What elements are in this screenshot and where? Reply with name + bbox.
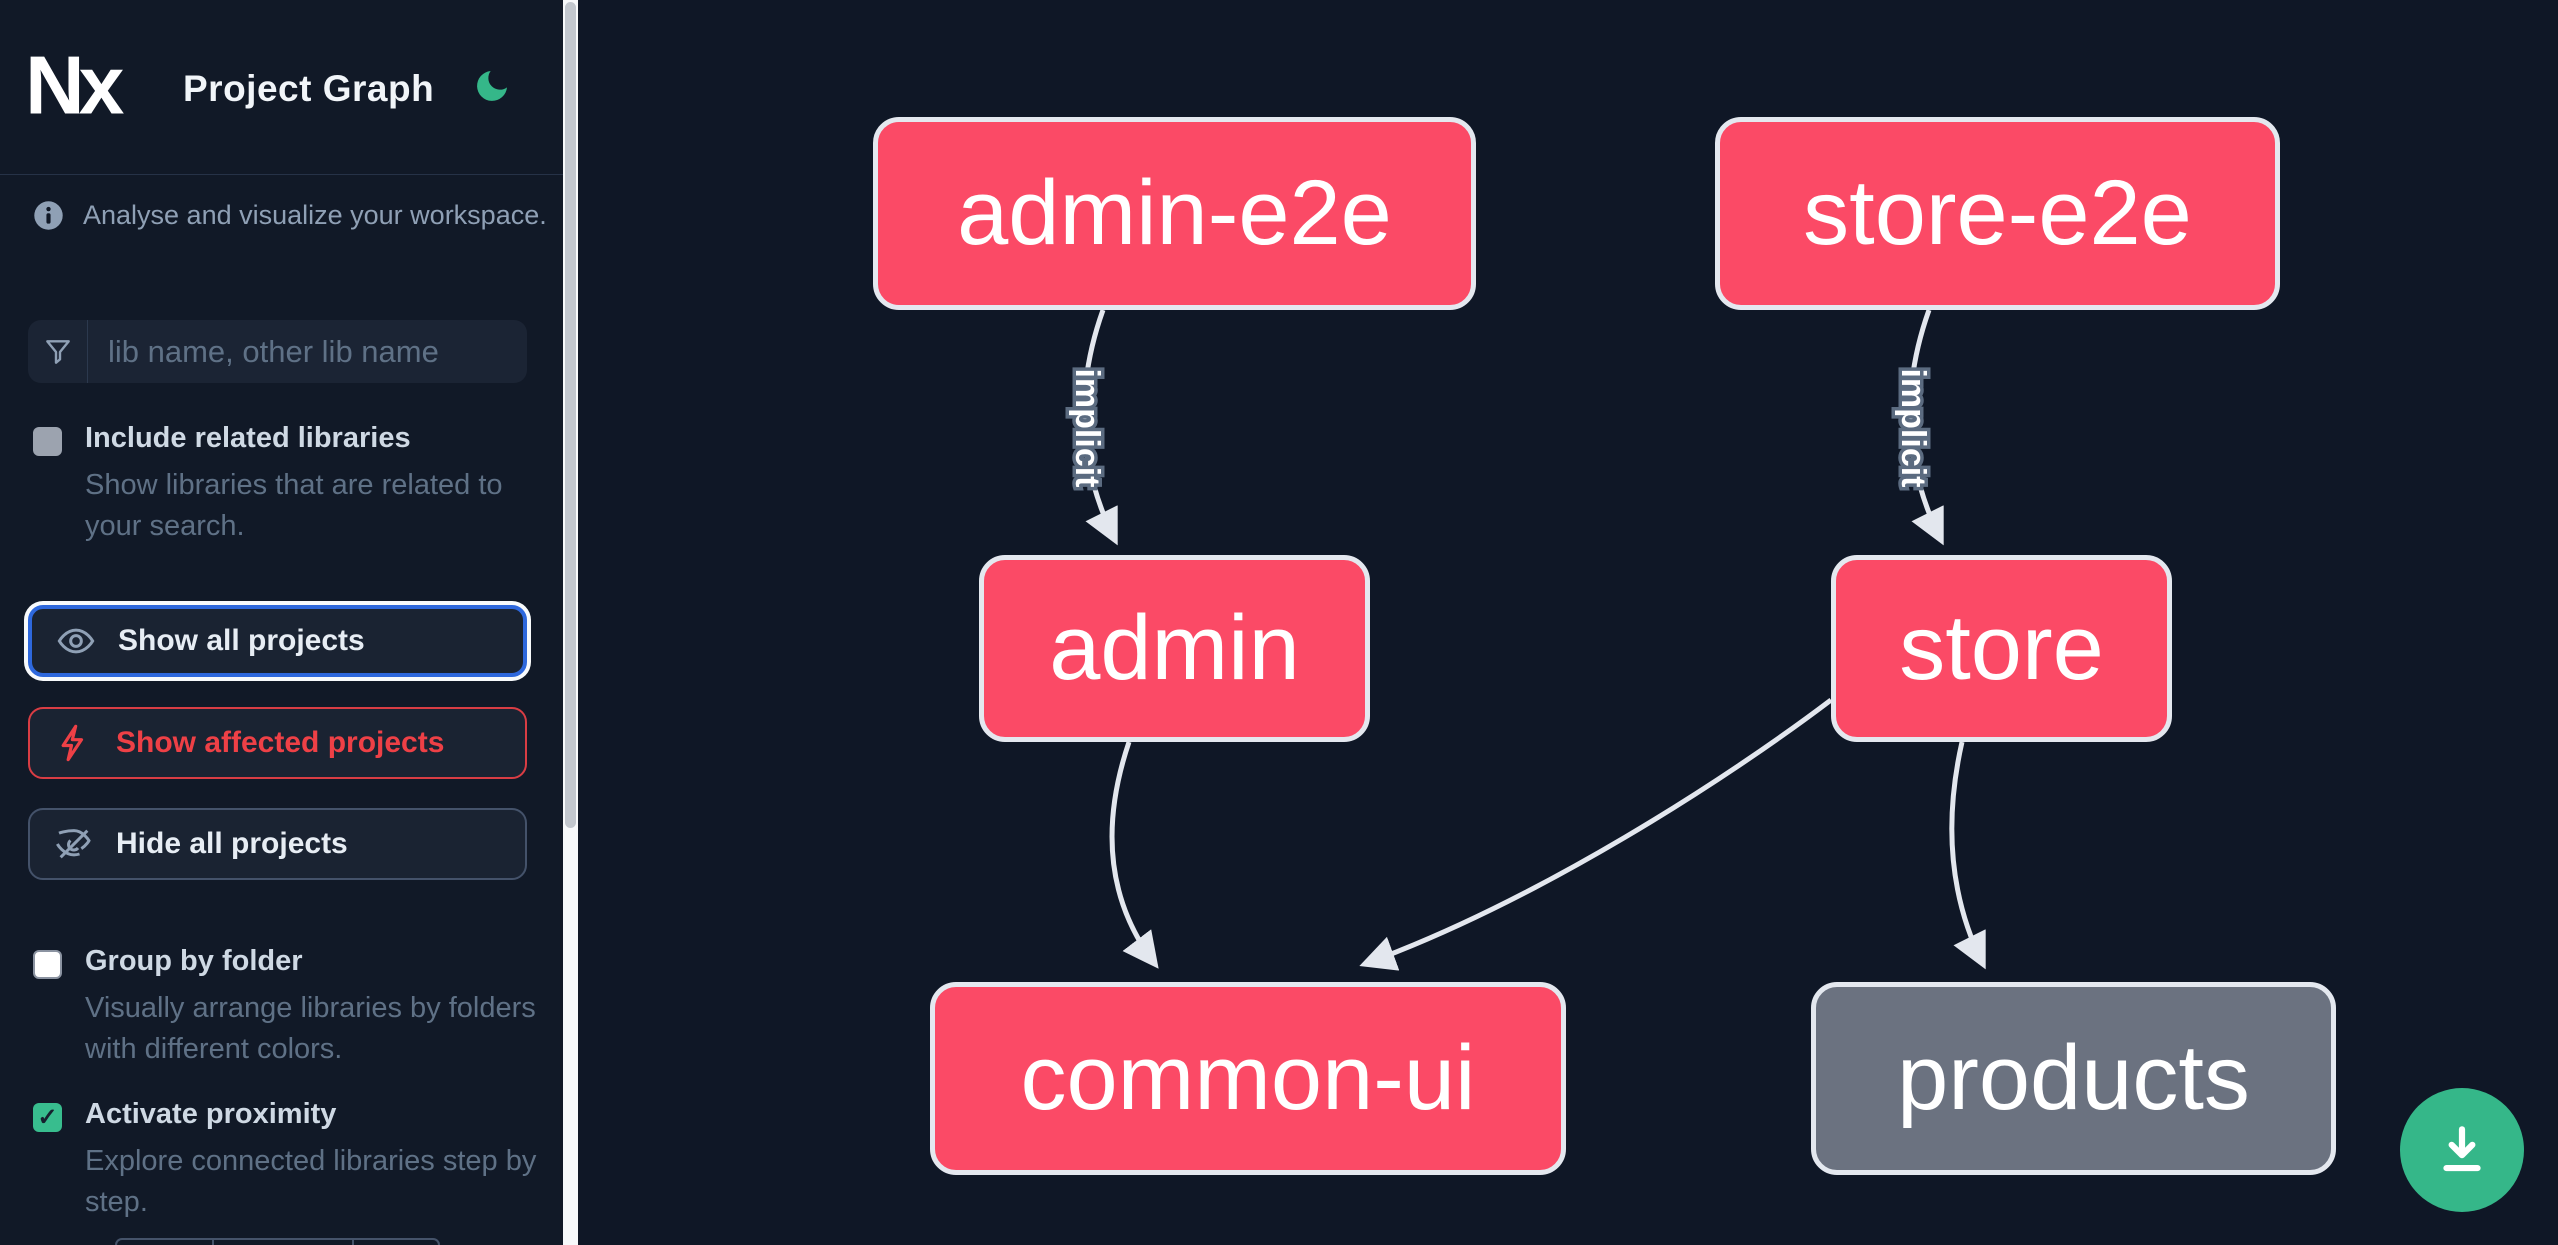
dependency-edges: implicit implicit <box>1065 309 1986 971</box>
edge-label-implicit: implicit <box>1068 368 1106 487</box>
option-description: Show libraries that are related to your … <box>85 469 503 543</box>
node-common-ui[interactable]: common-ui <box>930 982 1566 1175</box>
lightning-icon <box>61 724 84 762</box>
edge-admin-common-ui <box>1109 741 1159 969</box>
workspace-tagline: Analyse and visualize your workspace. <box>83 200 547 230</box>
show-affected-projects-button[interactable]: Show affected projects <box>28 707 527 779</box>
option-label: Activate proximity <box>85 1098 337 1130</box>
checkbox-group-by-folder[interactable] <box>33 950 62 979</box>
download-image-button[interactable] <box>2400 1088 2524 1212</box>
page-title: Project Graph <box>183 68 435 109</box>
option-include-related[interactable]: Include related libraries Show libraries… <box>33 424 537 547</box>
node-products[interactable]: products <box>1811 982 2336 1175</box>
edge-label-implicit: implicit <box>1894 368 1932 487</box>
nx-logo: Nx <box>29 39 127 131</box>
show-affected-projects-label: Show affected projects <box>116 726 445 759</box>
filter-funnel-icon <box>28 320 88 383</box>
hide-all-projects-button[interactable]: Hide all projects <box>28 808 527 880</box>
node-store-e2e[interactable]: store-e2e <box>1715 117 2280 310</box>
checkbox-include-related[interactable] <box>33 427 62 456</box>
filter-bar <box>28 320 527 383</box>
edge-store-common-ui <box>1359 698 1833 971</box>
option-description: Visually arrange libraries by folders wi… <box>85 992 536 1066</box>
eye-off-icon <box>56 829 91 859</box>
sidebar-header: Nx Project Graph <box>0 0 563 175</box>
eye-icon <box>57 628 95 654</box>
option-activate-proximity[interactable]: ✓ Activate proximity Explore connected l… <box>33 1100 537 1223</box>
show-all-projects-label: Show all projects <box>118 624 365 657</box>
option-label: Group by folder <box>85 945 303 977</box>
graph-canvas[interactable]: implicit implicit admin-e2e store-e2e ad… <box>578 0 2558 1245</box>
workspace-tagline-row: Analyse and visualize your workspace. <box>33 200 547 231</box>
edge-store-products <box>1949 741 1986 970</box>
option-group-by-folder[interactable]: Group by folder Visually arrange librari… <box>33 947 537 1070</box>
edge-admin-e2e-admin <box>1081 309 1118 546</box>
node-admin-e2e[interactable]: admin-e2e <box>873 117 1476 310</box>
sidebar-scrollbar[interactable] <box>563 0 578 1245</box>
option-description: Explore connected libraries step by step… <box>85 1145 537 1219</box>
collapsed-control[interactable] <box>115 1238 440 1245</box>
info-icon <box>34 201 63 230</box>
node-admin[interactable]: admin <box>979 555 1370 742</box>
svg-text:Nx: Nx <box>29 39 125 131</box>
option-label: Include related libraries <box>85 422 411 454</box>
edge-store-e2e-store <box>1907 309 1944 546</box>
sidebar: Nx Project Graph Analyse and visualize y… <box>0 0 563 1245</box>
moon-icon[interactable] <box>472 66 512 106</box>
scrollbar-thumb[interactable] <box>565 2 576 828</box>
hide-all-projects-label: Hide all projects <box>116 827 348 860</box>
node-store[interactable]: store <box>1831 555 2172 742</box>
download-icon <box>2443 1126 2481 1172</box>
search-input[interactable] <box>88 320 527 383</box>
show-all-projects-button[interactable]: Show all projects <box>28 605 527 677</box>
checkbox-activate-proximity[interactable]: ✓ <box>33 1103 62 1132</box>
